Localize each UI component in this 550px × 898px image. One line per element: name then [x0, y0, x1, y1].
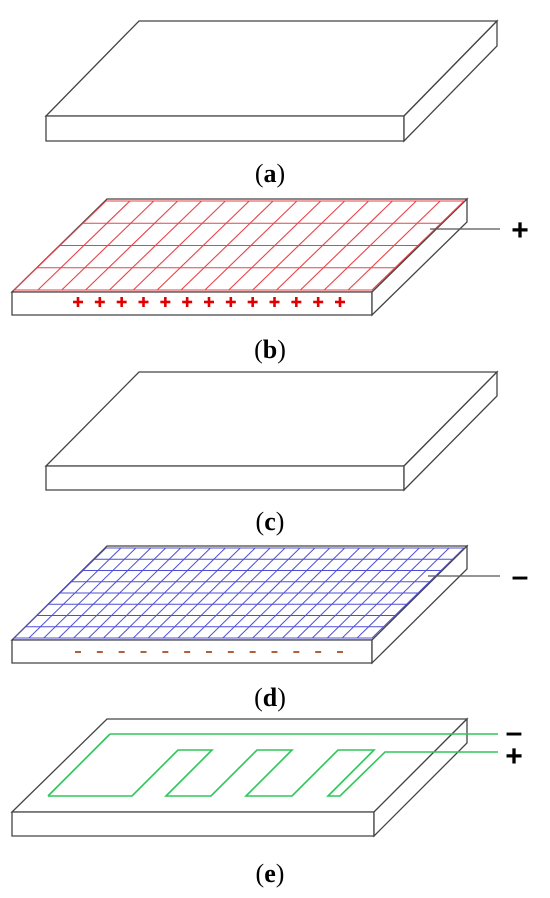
panel-e: – + (e)	[10, 716, 523, 888]
caption-e: (e)	[256, 859, 285, 888]
plate-e-side-face	[373, 717, 468, 838]
plate-e-front-face	[11, 811, 375, 837]
plate-a-front-face	[45, 115, 405, 142]
grid-border	[12, 200, 466, 291]
panel-a: (a)	[44, 19, 499, 188]
plate-d-side-face	[371, 544, 468, 665]
caption-c: (c)	[256, 507, 285, 536]
negative-grid-electrode	[12, 547, 466, 639]
negative-terminal-sign: –	[512, 560, 529, 593]
plate-a-side-face	[403, 19, 498, 143]
negative-terminal-sign-e: –	[506, 716, 523, 749]
caption-b: (b)	[254, 335, 286, 364]
plate-b-side-face	[371, 197, 468, 317]
panel-d: – (d)	[10, 544, 529, 712]
positive-grid-electrode	[12, 200, 466, 291]
panel-c: (c)	[44, 370, 499, 536]
positive-charge-row	[73, 297, 345, 307]
positive-terminal-sign: +	[511, 214, 529, 247]
caption-d: (d)	[254, 683, 286, 712]
plate-c-front-face	[45, 465, 405, 491]
grid-border	[12, 547, 466, 639]
plate-c	[44, 370, 499, 492]
caption-a: (a)	[255, 159, 285, 188]
panel-b: + (b)	[10, 197, 529, 364]
positive-terminal-sign-e: +	[505, 740, 523, 773]
plate-e	[10, 717, 469, 838]
interdigitated-electrode	[47, 733, 498, 797]
interdigitated-meander	[48, 749, 498, 797]
plate-a	[44, 19, 499, 143]
interdigitated-left-edge	[47, 733, 111, 797]
plate-c-side-face	[403, 370, 498, 492]
